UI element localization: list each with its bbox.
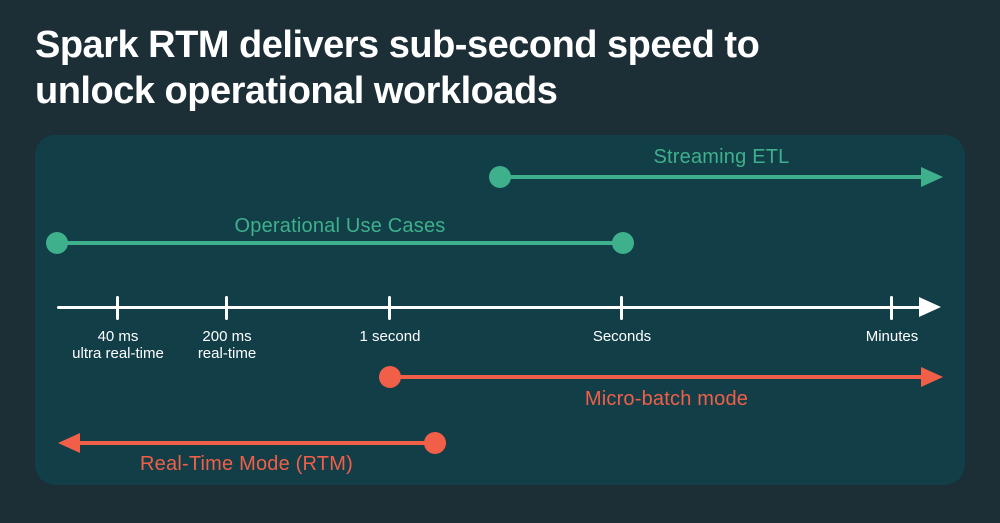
time-axis-arrow-right-icon — [919, 297, 941, 317]
axis-tick-1second — [388, 296, 391, 320]
tick-label-main: 200 ms — [202, 328, 252, 345]
axis-tick-label-40ms: 40 ms ultra real-time — [33, 328, 203, 362]
diagram-panel: Streaming ETL Operational Use Cases 40 m… — [35, 135, 965, 485]
micro-batch-line — [390, 375, 925, 379]
tick-label-main: Minutes — [865, 328, 919, 345]
streaming-etl-arrow-right-icon — [921, 167, 943, 187]
micro-batch-label: Micro-batch mode — [584, 388, 749, 410]
axis-tick-label-1second: 1 second — [305, 328, 475, 345]
operational-line — [57, 241, 623, 245]
rtm-end-dot — [424, 432, 446, 454]
operational-end-dot — [612, 232, 634, 254]
operational-use-cases-label: Operational Use Cases — [234, 215, 446, 237]
rtm-line — [78, 441, 435, 445]
axis-tick-minutes — [890, 296, 893, 320]
tick-label-sub: real-time — [197, 345, 257, 362]
title-line-1: Spark RTM delivers sub-second speed to — [35, 24, 760, 66]
tick-label-main: Seconds — [592, 328, 652, 345]
axis-tick-label-seconds: Seconds — [537, 328, 707, 345]
tick-label-main: 40 ms — [97, 328, 139, 345]
streaming-etl-line — [500, 175, 925, 179]
rtm-arrow-left-icon — [58, 433, 80, 453]
title-line-2: unlock operational workloads — [35, 70, 558, 112]
tick-label-sub: ultra real-time — [72, 345, 164, 362]
axis-tick-seconds — [620, 296, 623, 320]
axis-tick-200ms — [225, 296, 228, 320]
page-title: Spark RTM delivers sub-second speed to u… — [35, 22, 760, 114]
tick-label-main: 1 second — [359, 328, 421, 345]
rtm-label: Real-Time Mode (RTM) — [140, 453, 353, 475]
micro-batch-arrow-right-icon — [921, 367, 943, 387]
axis-tick-label-minutes: Minutes — [807, 328, 977, 345]
axis-tick-label-200ms: 200 ms real-time — [142, 328, 312, 362]
streaming-etl-label: Streaming ETL — [653, 146, 790, 168]
axis-tick-40ms — [116, 296, 119, 320]
time-axis-line — [57, 306, 923, 309]
